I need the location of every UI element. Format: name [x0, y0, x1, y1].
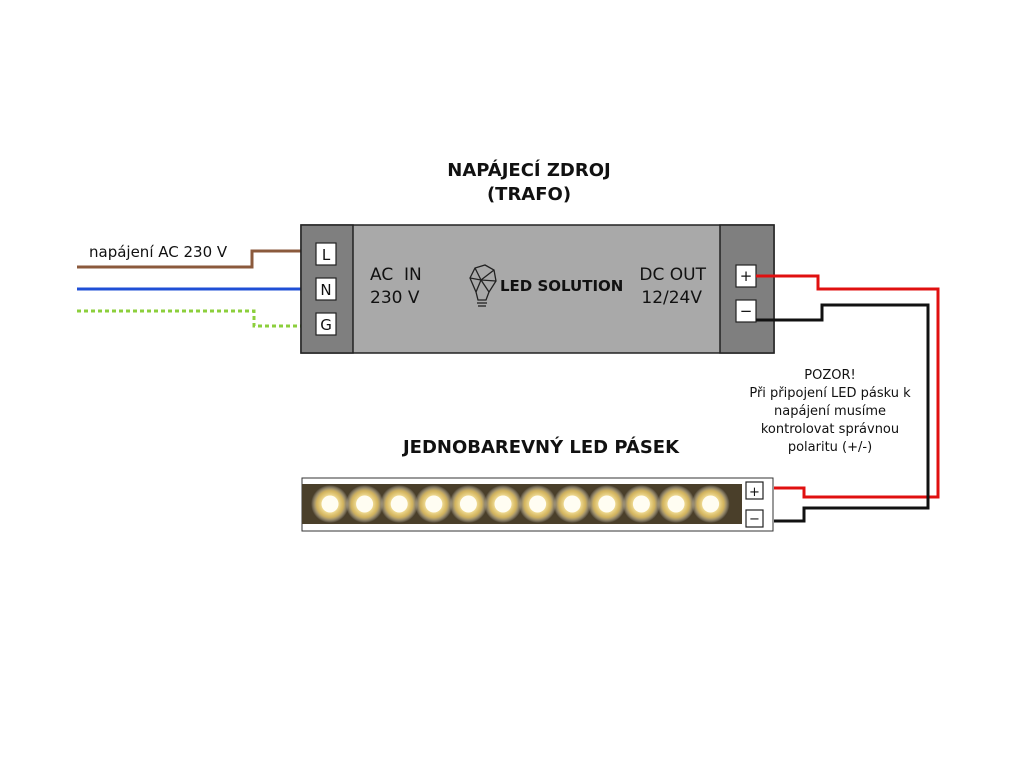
terminal-g: [315, 312, 337, 336]
strip-terminal-negative-label: −: [749, 512, 760, 527]
terminal-positive-label: +: [740, 267, 753, 285]
positive-wire: [756, 274, 940, 499]
brand-name: LED SOLUTION: [500, 277, 623, 295]
psu-output-label: DC OUT: [639, 265, 706, 285]
mains-label: napájení AC 230 V: [89, 243, 228, 261]
warning-line-1: POZOR!: [804, 368, 855, 383]
negative-wire: [756, 303, 930, 523]
terminal-g-label: G: [320, 316, 332, 334]
strip-terminal-positive-label: +: [749, 485, 760, 500]
psu-output-block: [719, 224, 775, 354]
led-diode: [667, 495, 685, 513]
led-diode: [459, 495, 477, 513]
led-strip-title: JEDNOBAREVNÝ LED PÁSEK: [401, 436, 680, 458]
warning-line-4: kontrolovat správnou: [761, 422, 899, 437]
strip-terminal-negative: [745, 509, 764, 528]
terminal-n-label: N: [320, 281, 331, 299]
led-diode: [356, 495, 374, 513]
power-supply: L N G + − AC IN 230 V DC OUT 12/24V LED …: [300, 224, 775, 354]
warning-line-5: polaritu (+/-): [788, 440, 872, 455]
terminal-l-label: L: [322, 246, 331, 264]
led-diode: [425, 495, 443, 513]
strip-terminal-positive: [745, 481, 764, 500]
led-diode: [494, 495, 512, 513]
led-strip: + −: [301, 477, 774, 532]
led-diode: [702, 495, 720, 513]
warning-line-3: napájení musíme: [774, 404, 886, 419]
led-diode: [598, 495, 616, 513]
live-wire: [77, 249, 302, 269]
psu-output-voltage: 12/24V: [641, 288, 702, 308]
polarity-warning: POZOR! Při připojení LED pásku k napájen…: [749, 368, 911, 455]
psu-subtitle: (TRAFO): [487, 184, 571, 205]
psu-title: NAPÁJECÍ ZDROJ: [447, 159, 611, 181]
led-diode: [563, 495, 581, 513]
led-group: [311, 485, 730, 523]
led-diode: [390, 495, 408, 513]
terminal-negative-label: −: [740, 302, 753, 320]
warning-line-2: Při připojení LED pásku k: [749, 386, 911, 401]
terminal-negative: [735, 299, 757, 323]
terminal-n: [315, 277, 337, 301]
led-diode: [632, 495, 650, 513]
bulb-icon: [469, 264, 497, 307]
psu-input-label: AC IN: [370, 265, 422, 285]
psu-input-voltage: 230 V: [370, 288, 420, 308]
led-diode: [529, 495, 547, 513]
brand-logo: LED SOLUTION: [469, 264, 623, 307]
terminal-l: [315, 242, 337, 266]
ground-wire: [77, 309, 302, 328]
led-diode: [321, 495, 339, 513]
